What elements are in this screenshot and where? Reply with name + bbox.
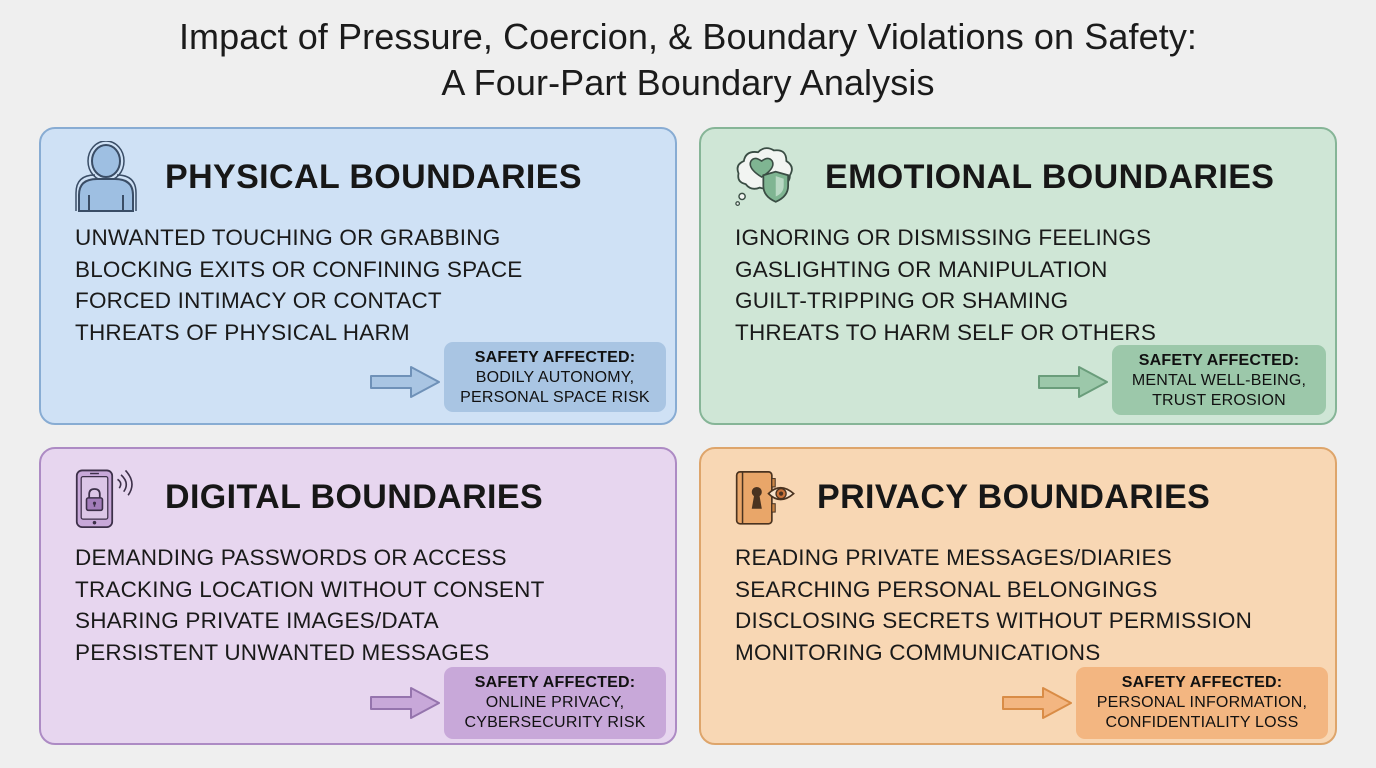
arrow-right-icon [369, 686, 441, 720]
list-item: IGNORING OR DISMISSING FEELINGS [735, 225, 1152, 250]
list-item: PERSISTENT UNWANTED MESSAGES [75, 639, 490, 665]
badge-line: MENTAL WELL-BEING, [1131, 372, 1307, 389]
phone-lock-icon [75, 461, 137, 533]
card-emotional-boundaries: EMOTIONAL BOUNDARIES IGNORING OR DISMISS… [699, 127, 1337, 425]
list-item: GUILT-TRIPPING OR SHAMING [735, 288, 1069, 313]
safety-affected-badge: SAFETY AFFECTED: MENTAL WELL-BEING, TRUS… [1112, 345, 1326, 415]
list-item: FORCED INTIMACY OR CONTACT [75, 288, 442, 313]
card-physical-boundaries: PHYSICAL BOUNDARIES UNWANTED TOUCHING OR… [39, 127, 677, 425]
safety-affected-badge: SAFETY AFFECTED: PERSONAL INFORMATION, C… [1076, 667, 1328, 739]
safety-affected-badge: SAFETY AFFECTED: BODILY AUTONOMY, PERSON… [444, 342, 666, 412]
card-heading: PHYSICAL BOUNDARIES [165, 158, 582, 196]
list-item: TRACKING LOCATION WITHOUT CONSENT [75, 576, 545, 602]
person-icon [75, 141, 137, 213]
list-item: THREATS OF PHYSICAL HARM [75, 319, 410, 345]
list-item: SEARCHING PERSONAL BELONGINGS [735, 576, 1158, 602]
arrow-right-icon [1037, 365, 1109, 399]
arrow-right-icon [1001, 686, 1073, 720]
list-item: BLOCKING EXITS OR CONFINING SPACE [75, 256, 523, 282]
card-heading: EMOTIONAL BOUNDARIES [825, 158, 1275, 196]
badge-line: TRUST EROSION [1152, 392, 1286, 409]
badge-title: SAFETY AFFECTED: [1138, 352, 1300, 369]
diary-keyhole-eye-icon [735, 461, 797, 533]
badge-line: ONLINE PRIVACY, [485, 694, 625, 711]
list-item: GASLIGHTING OR MANIPULATION [735, 256, 1108, 282]
list-item: MONITORING COMMUNICATIONS [735, 639, 1101, 665]
badge-title: SAFETY AFFECTED: [1121, 674, 1283, 691]
card-privacy-boundaries: PRIVACY BOUNDARIES READING PRIVATE MESSA… [699, 447, 1337, 745]
title-line-2: A Four-Part Boundary Analysis [441, 62, 935, 103]
badge-line: CONFIDENTIALITY LOSS [1105, 714, 1299, 731]
list-item: UNWANTED TOUCHING OR GRABBING [75, 225, 501, 250]
list-item: THREATS TO HARM SELF OR OTHERS [735, 319, 1157, 345]
list-item: SHARING PRIVATE IMAGES/DATA [75, 608, 439, 633]
card-heading: DIGITAL BOUNDARIES [165, 478, 544, 516]
violation-list: DEMANDING PASSWORDS OR ACCESS TRACKING L… [75, 542, 545, 668]
badge-line: BODILY AUTONOMY, [475, 369, 635, 386]
card-heading: PRIVACY BOUNDARIES [817, 478, 1211, 516]
heart-shield-thought-icon [735, 141, 797, 213]
list-item: DEMANDING PASSWORDS OR ACCESS [75, 545, 507, 570]
list-item: DISCLOSING SECRETS WITHOUT PERMISSION [735, 608, 1253, 633]
badge-line: PERSONAL INFORMATION, [1096, 694, 1308, 711]
badge-line: CYBERSECURITY RISK [464, 714, 646, 731]
badge-title: SAFETY AFFECTED: [474, 349, 636, 366]
arrow-right-icon [369, 365, 441, 399]
page-title: Impact of Pressure, Coercion, & Boundary… [0, 14, 1376, 106]
card-digital-boundaries: DIGITAL BOUNDARIES DEMANDING PASSWORDS O… [39, 447, 677, 745]
badge-line: PERSONAL SPACE RISK [460, 389, 650, 406]
list-item: READING PRIVATE MESSAGES/DIARIES [735, 545, 1172, 570]
title-line-1: Impact of Pressure, Coercion, & Boundary… [178, 16, 1198, 57]
violation-list: IGNORING OR DISMISSING FEELINGS GASLIGHT… [735, 222, 1156, 348]
safety-affected-badge: SAFETY AFFECTED: ONLINE PRIVACY, CYBERSE… [444, 667, 666, 739]
badge-title: SAFETY AFFECTED: [474, 674, 636, 691]
violation-list: READING PRIVATE MESSAGES/DIARIES SEARCHI… [735, 542, 1252, 668]
violation-list: UNWANTED TOUCHING OR GRABBING BLOCKING E… [75, 222, 523, 348]
